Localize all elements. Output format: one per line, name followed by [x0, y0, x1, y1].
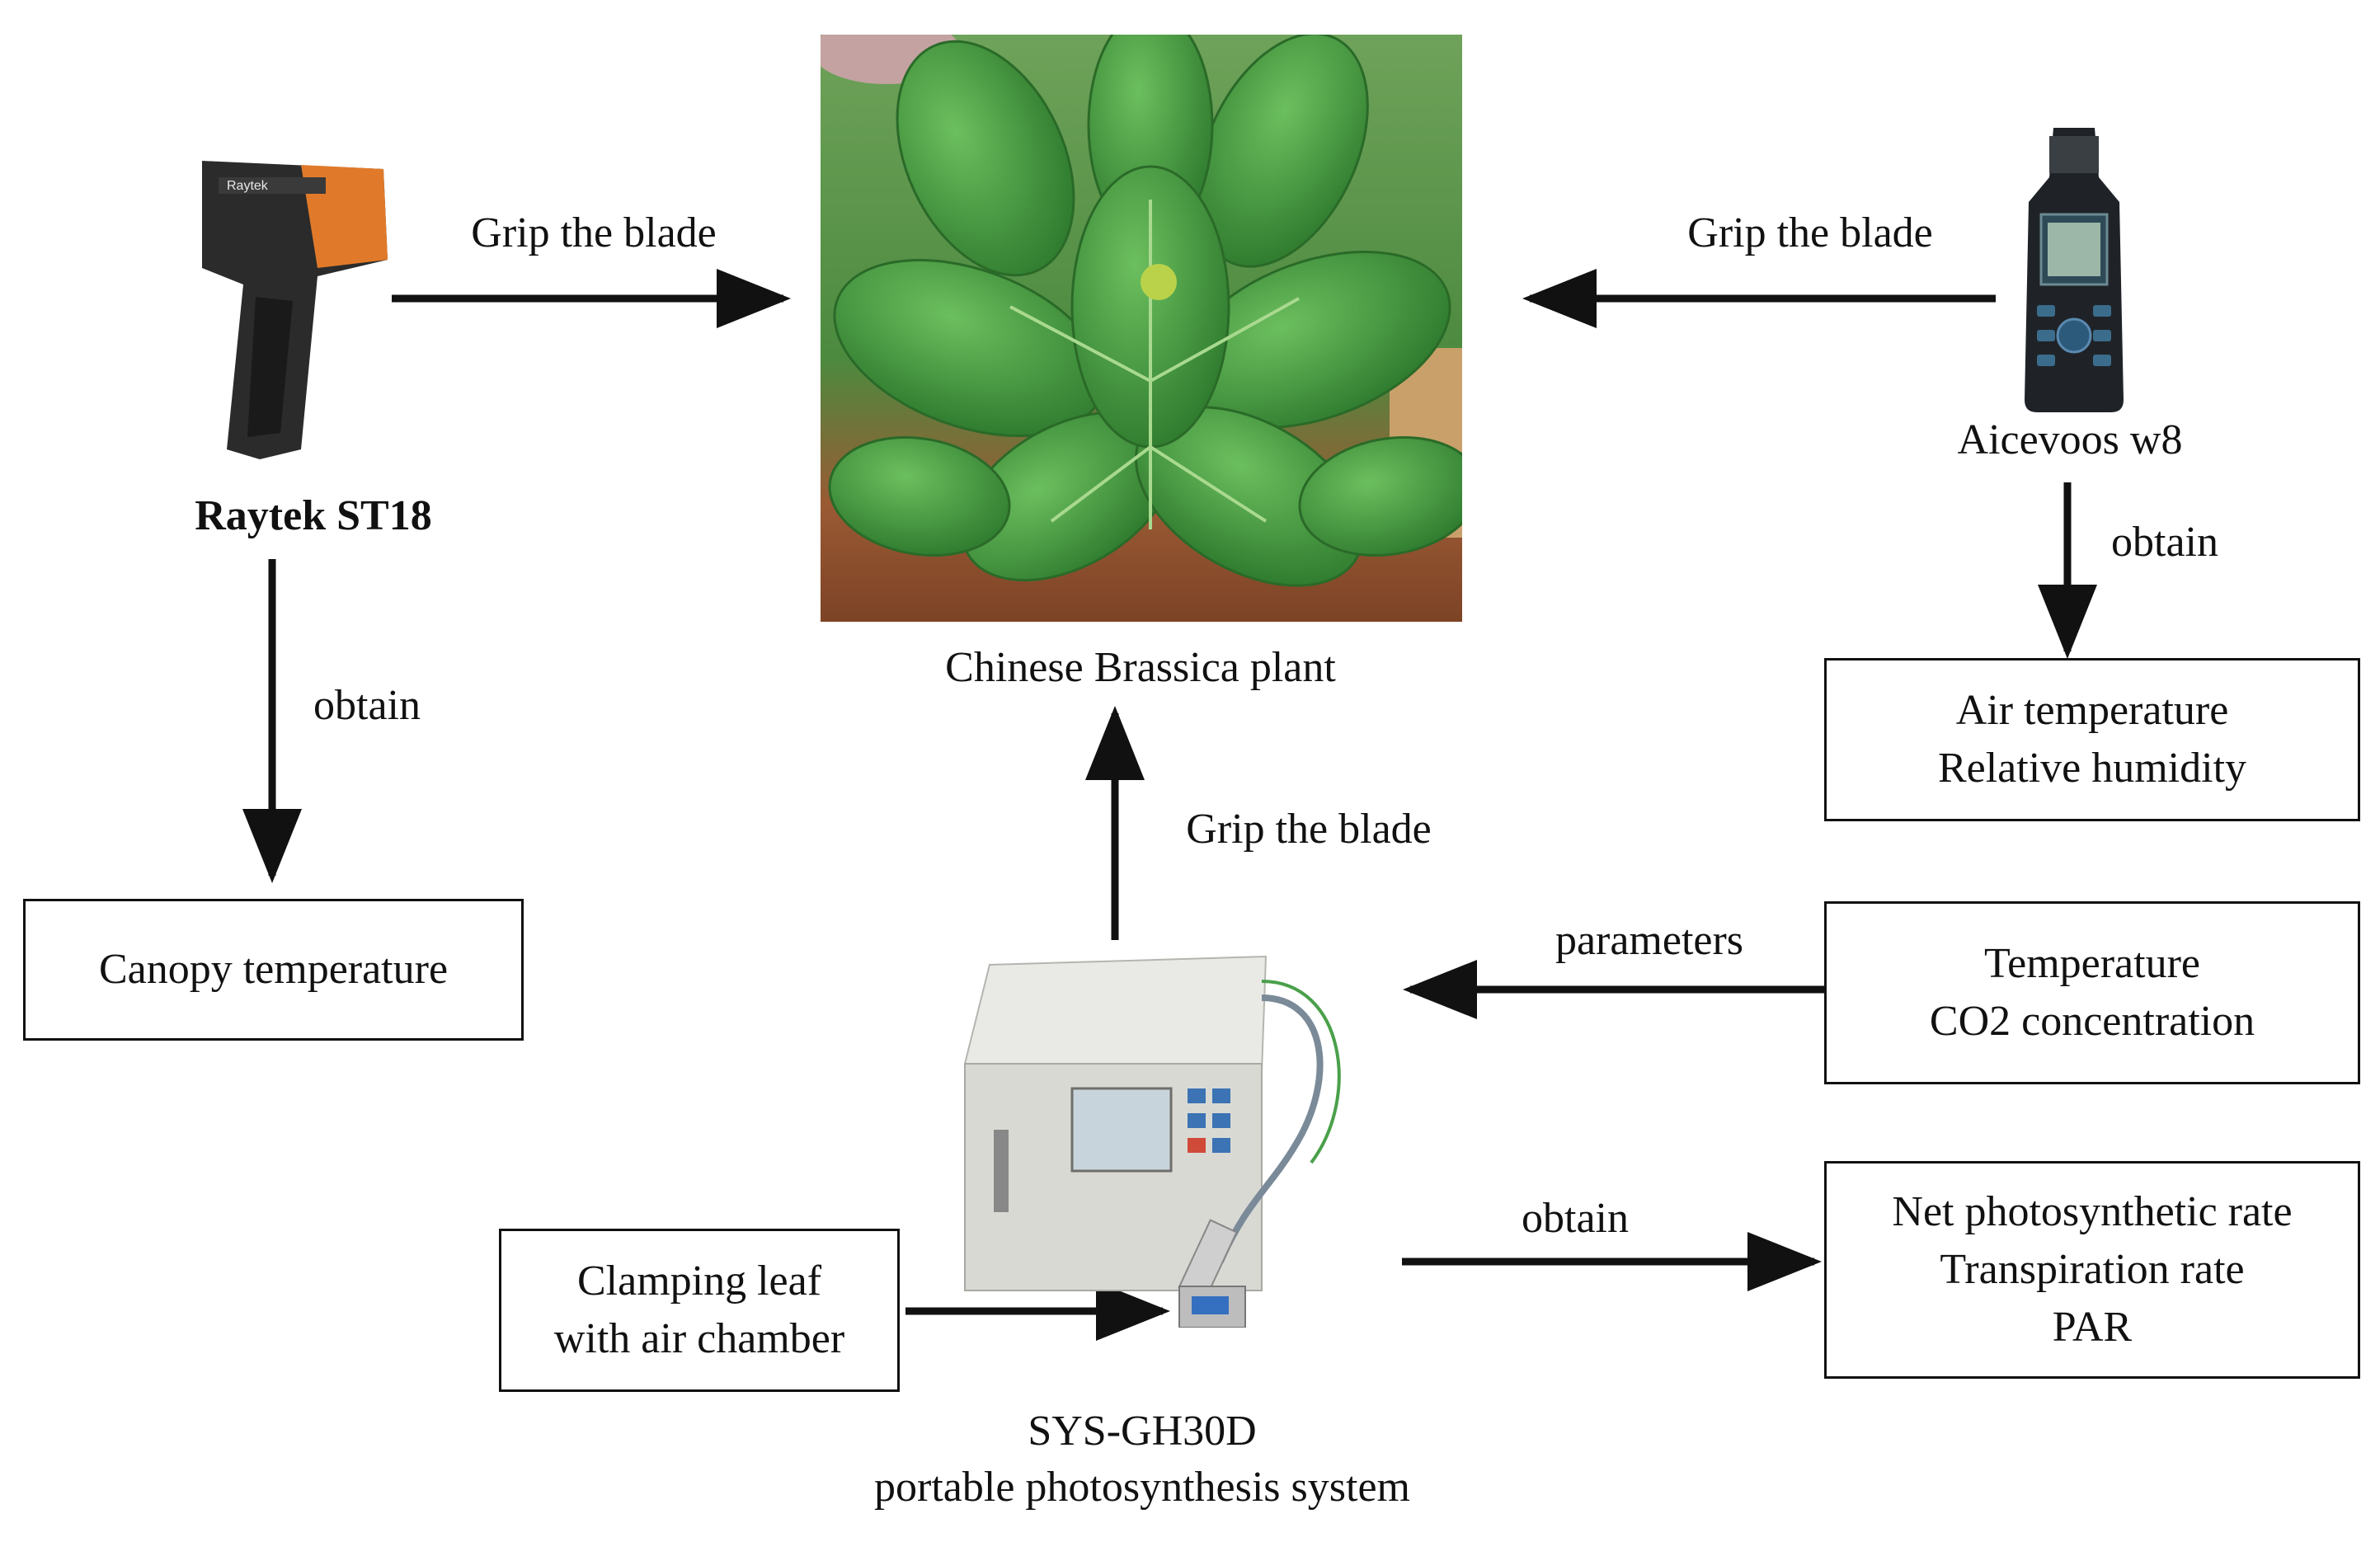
photosynthesis-system	[948, 948, 1377, 1328]
edge-label-system-grip: Grip the blade	[1186, 806, 1432, 853]
aicevoos-meter	[2016, 128, 2132, 412]
outputs-line-1: Net photosynthetic rate	[1892, 1187, 2293, 1235]
outputs-box: Net photosynthetic rate Transpiration ra…	[1824, 1161, 2360, 1379]
air-conditions-box: Air temperature Relative humidity	[1824, 658, 2360, 821]
edge-label-system-obtain: obtain	[1522, 1195, 1629, 1242]
hygrometer-icon	[2025, 128, 2124, 412]
aicevoos-name: Aicevoos w8	[1957, 416, 2183, 463]
system-name-line2: portable photosynthesis system	[874, 1464, 1410, 1511]
plant-photo	[812, 8, 1481, 622]
system-name-line1: SYS-GH30D	[1028, 1408, 1257, 1455]
infrared-thermometer-icon: Raytek	[202, 161, 388, 459]
photosynthesis-device-icon	[963, 955, 1341, 1328]
params-line-1: Temperature	[1984, 939, 2200, 987]
parameters-box: Temperature CO2 concentration	[1824, 901, 2360, 1084]
edge-label-parameters: parameters	[1555, 917, 1744, 964]
outputs-line-2: Transpiration rate	[1940, 1245, 2245, 1293]
outputs-line-3: PAR	[2052, 1304, 2133, 1352]
air-line-2: Relative humidity	[1937, 745, 2247, 792]
raytek-name: Raytek ST18	[195, 492, 432, 539]
params-line-2: CO2 concentration	[1929, 998, 2255, 1045]
brassica-plant-image	[812, 8, 1481, 622]
raytek-thermometer: Raytek	[177, 153, 400, 466]
edge-label-raytek-grip: Grip the blade	[471, 209, 717, 256]
edge-label-raytek-obtain: obtain	[313, 682, 421, 729]
air-line-1: Air temperature	[1955, 686, 2229, 734]
edge-label-aicevoos-obtain: obtain	[2111, 519, 2218, 566]
clamp-line-2: with air chamber	[553, 1315, 845, 1362]
edge-label-aicevoos-grip: Grip the blade	[1687, 209, 1933, 256]
raytek-brand-text: Raytek	[227, 179, 269, 193]
clamp-line-1: Clamping leaf	[576, 1257, 822, 1305]
canopy-line-1: Canopy temperature	[98, 945, 449, 993]
canopy-temperature-box: Canopy temperature	[23, 899, 524, 1041]
plant-caption: Chinese Brassica plant	[945, 644, 1336, 691]
clamping-leaf-box: Clamping leaf with air chamber	[499, 1229, 900, 1392]
